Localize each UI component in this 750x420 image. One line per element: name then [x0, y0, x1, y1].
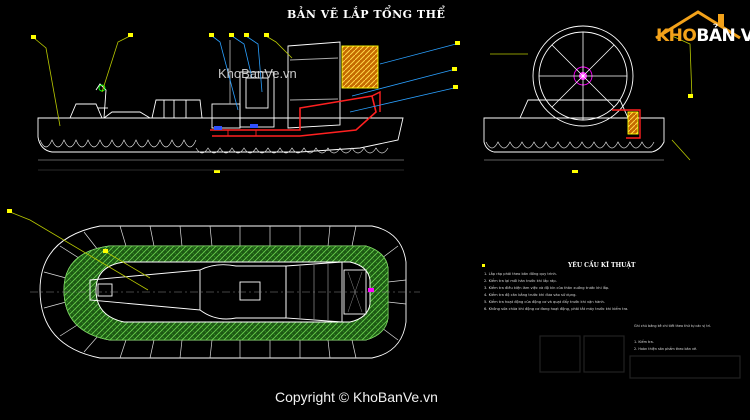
house-roof-icon	[655, 10, 741, 40]
watermark-text: KhoBanVe.vn	[218, 66, 297, 81]
plan-view	[30, 225, 420, 359]
leader-marks-front	[572, 94, 693, 173]
note-line: 2. Hoàn thiện sản phẩm theo bản vẽ.	[634, 347, 698, 351]
requirement-item: 4. Kiểm tra độ cân bằng trước khi đưa và…	[484, 293, 577, 297]
copyright-text: Copyright © KhoBanVe.vn	[275, 389, 438, 405]
requirement-item: 5. Kiểm tra hoạt động của động cơ và quạ…	[484, 300, 605, 304]
title-block-ghost	[539, 335, 741, 379]
leader-lines-plan	[9, 211, 151, 291]
requirement-item: 2. Kiểm tra lại mối hàn trước khi lắp rá…	[484, 279, 557, 283]
logo-part1: KHO	[656, 26, 697, 46]
leader-lines-front	[490, 35, 693, 161]
front-view	[483, 25, 665, 161]
logo-text: KHOBẢN VẼ	[656, 26, 750, 46]
leader-lines-side	[33, 35, 457, 127]
logo-part2: BẢN VẼ	[696, 26, 750, 46]
leader-marks-side	[31, 33, 460, 173]
drawing-title: BẢN VẼ LẮP TỔNG THỂ	[287, 8, 446, 21]
requirement-item: 6. Không sửa chữa khi động cơ đang hoạt …	[484, 307, 629, 311]
leader-marks-plan	[7, 209, 374, 292]
note-line: Ghi chú bảng kê chi tiết theo thứ tự các…	[634, 324, 712, 328]
site-logo[interactable]	[652, 8, 744, 66]
requirement-item: 3. Kiểm tra điều kiện làm việc và độ kín…	[484, 286, 610, 290]
side-view	[37, 40, 404, 161]
note-line: 1. Kiểm tra.	[634, 340, 654, 344]
requirement-item: 1. Lắp ráp phải theo bản đồng quy trình.	[484, 272, 557, 276]
required-marks	[482, 264, 485, 267]
requirements-heading: YÊU CẦU KĨ THUẬT	[568, 262, 636, 269]
